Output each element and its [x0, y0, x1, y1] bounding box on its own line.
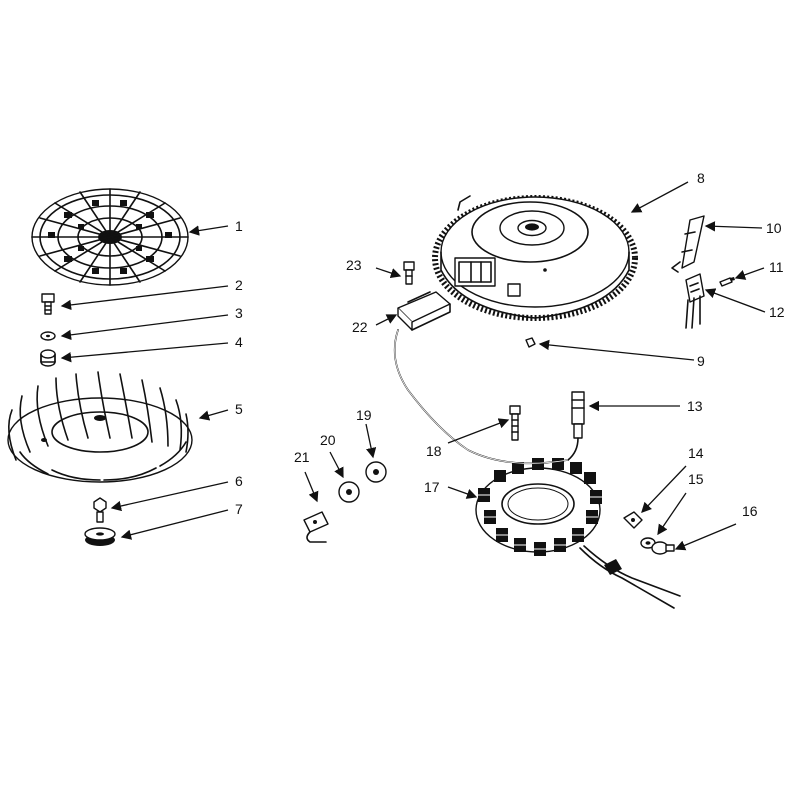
callout-3: 3	[235, 305, 243, 321]
part-1-screen	[31, 188, 189, 286]
callout-9: 9	[697, 353, 705, 369]
callout-labels: 1 2 3 4 5 6 7 8 9 10 11 12 13 14 15 16 1…	[235, 170, 785, 519]
callout-13: 13	[687, 398, 703, 414]
callout-21: 21	[294, 449, 310, 465]
part-12-clip	[685, 273, 705, 329]
callout-23: 23	[346, 257, 362, 273]
callout-19: 19	[356, 407, 372, 423]
part-4-spacer	[40, 349, 56, 367]
callout-11: 11	[769, 259, 784, 275]
part-9-key	[525, 337, 536, 348]
callout-20: 20	[320, 432, 336, 448]
callout-16: 16	[742, 503, 758, 519]
part-6-screw	[93, 497, 107, 523]
callout-12: 12	[769, 304, 785, 320]
callout-18: 18	[426, 443, 442, 459]
callout-8: 8	[697, 170, 705, 186]
part-7-washer	[84, 527, 116, 546]
part-18-bolt	[509, 405, 521, 441]
part-14-clamp	[623, 511, 643, 529]
part-16-screw	[651, 541, 675, 555]
leader-lines	[60, 181, 766, 551]
part-11-screw	[719, 277, 735, 287]
callout-14: 14	[688, 445, 704, 461]
part-23-screw	[403, 261, 415, 285]
part-21-clip	[303, 511, 329, 543]
callout-1: 1	[235, 218, 243, 234]
part-22-module	[393, 291, 569, 465]
callout-10: 10	[766, 220, 782, 236]
part-20-washer	[338, 481, 360, 503]
part-13-terminal	[567, 391, 585, 461]
callout-7: 7	[235, 501, 243, 517]
part-2-bolt	[41, 293, 55, 315]
part-5-fan	[7, 371, 193, 483]
callout-2: 2	[235, 277, 243, 293]
part-10-bracket	[671, 215, 705, 273]
part-19-washer	[365, 461, 387, 483]
callout-15: 15	[688, 471, 704, 487]
callout-4: 4	[235, 334, 243, 350]
part-17-stator	[475, 458, 681, 609]
callout-6: 6	[235, 473, 243, 489]
callout-5: 5	[235, 401, 243, 417]
part-8-flywheel	[432, 195, 638, 321]
part-3-washer	[40, 331, 56, 341]
callout-17: 17	[424, 479, 440, 495]
part-15-nut	[640, 537, 656, 549]
callout-22: 22	[352, 319, 368, 335]
